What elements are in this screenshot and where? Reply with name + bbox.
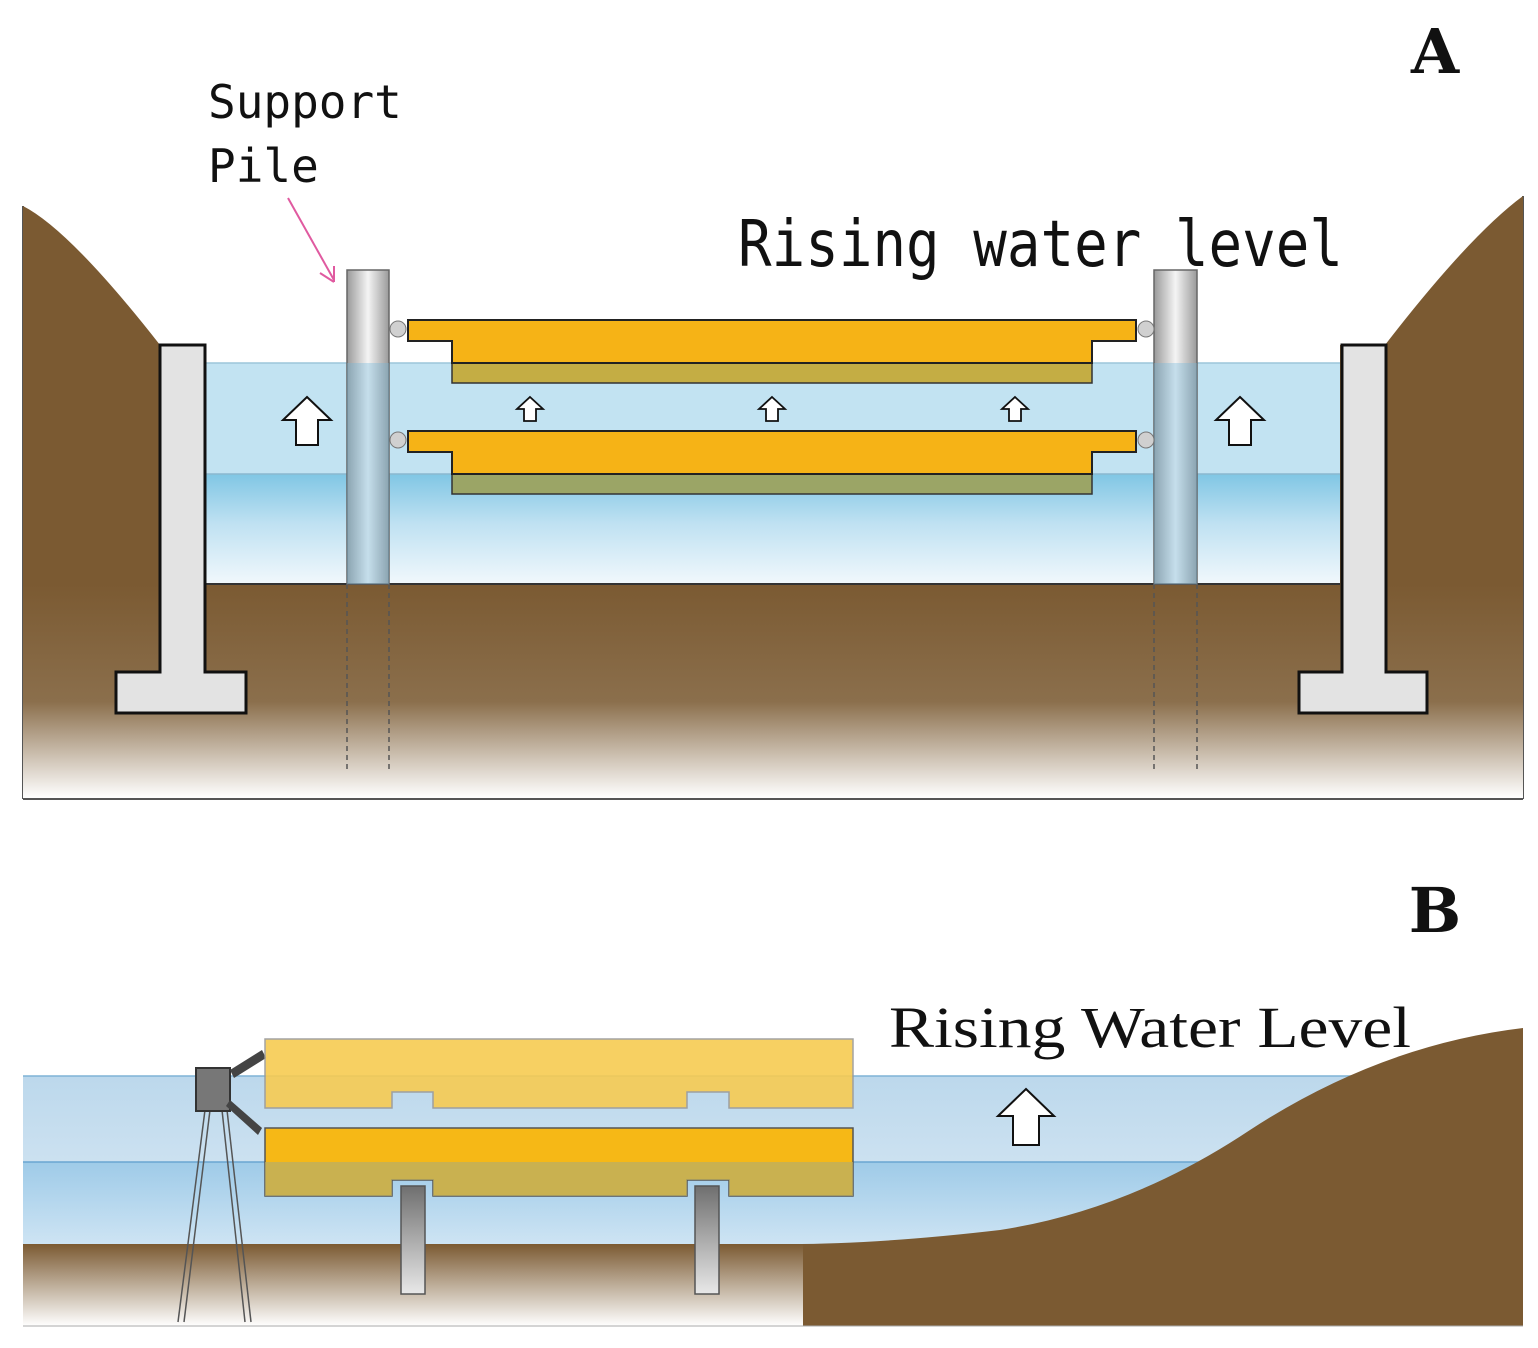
rising-water-level-label-a: Rising water level (738, 208, 1343, 282)
camera-arm-upper (230, 1050, 266, 1078)
rising-water-level-label-b: Rising Water Level (889, 995, 1411, 1060)
panel-b-letter: B (1409, 874, 1461, 947)
support-pile-left (346, 269, 390, 585)
up-arrow-icon (756, 395, 788, 422)
support-pile-label-line1: Support (208, 75, 402, 129)
left-retaining-wall (114, 343, 248, 715)
sloping-bank (790, 1028, 1523, 1326)
platform-original-deck (407, 430, 1137, 475)
platform-raised-float (451, 362, 1093, 384)
camera-arm-lower (226, 1100, 262, 1135)
support-pile-right (1153, 269, 1198, 585)
up-arrow-icon (514, 395, 546, 422)
tripod-legs (177, 1109, 252, 1323)
ground-post-left (400, 1185, 426, 1295)
platform-raised-deck (407, 319, 1137, 364)
platform-b-raised (264, 1038, 854, 1109)
pile-pointer-arrow (287, 197, 335, 281)
up-arrow-icon (280, 395, 334, 446)
right-retaining-wall (1297, 343, 1429, 715)
platform-b-original-submerged (265, 1162, 853, 1196)
platform-b-raised-body (264, 1038, 854, 1109)
riverbed-earth (23, 584, 1523, 798)
up-arrow-icon (1213, 395, 1267, 446)
roller-original-right (1137, 431, 1155, 449)
ground-post-right (694, 1185, 720, 1295)
camera-icon (195, 1067, 231, 1112)
panel-b: B Rising Water Level (23, 874, 1523, 1327)
floating-platform-raised (389, 319, 1155, 384)
buried-pile-lines (346, 584, 1198, 770)
platform-b-original (264, 1127, 854, 1197)
roller-original-left (389, 431, 407, 449)
pile-left-submerged (347, 363, 389, 584)
support-pile-label-line2: Pile (208, 139, 319, 193)
panel-a-letter: A (1410, 15, 1460, 88)
up-arrow-icon (995, 1087, 1057, 1146)
floating-platform-original (389, 430, 1155, 495)
panel-a: A Support Pile Rising water level (22, 15, 1524, 800)
pile-right-submerged (1154, 363, 1197, 584)
roller-raised-right (1137, 320, 1155, 338)
platform-original-float (451, 473, 1093, 495)
up-arrow-icon (999, 395, 1031, 422)
pile-pointer-arrowhead (319, 266, 335, 283)
roller-raised-left (389, 320, 407, 338)
